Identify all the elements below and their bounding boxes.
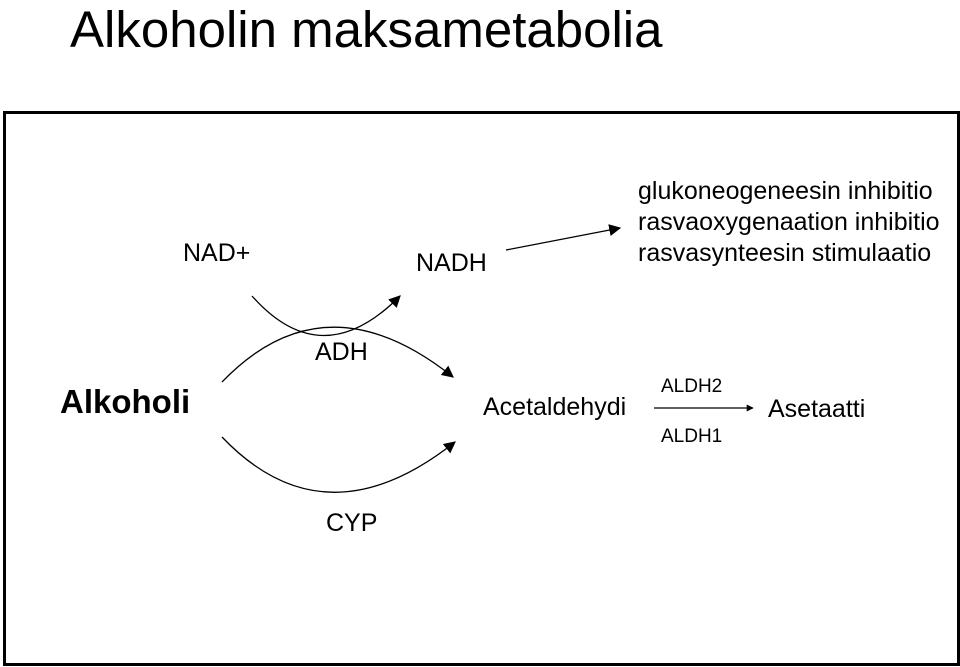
effect-fat-oxidation: rasvaoxygenaation inhibitio (638, 208, 940, 236)
acetaldehyde-label: Acetaldehydi (483, 393, 627, 421)
aldh2-enzyme-label: ALDH2 (661, 376, 723, 397)
adh-enzyme-label: ADH (315, 338, 368, 366)
nadh-label: NADH (416, 249, 487, 277)
metabolic-effects-list: glukoneogeneesin inhibitio rasvaoxygenaa… (638, 176, 940, 269)
nad-plus-label: NAD+ (183, 239, 251, 267)
diagram-frame (3, 111, 960, 666)
nad-to-nadh-arrow (251, 295, 401, 337)
cyp-enzyme-label: CYP (326, 509, 378, 537)
effect-gluconeogenesis: glukoneogeneesin inhibitio (638, 177, 933, 205)
page-title: Alkoholin maksametabolia (70, 1, 663, 58)
aldh1-enzyme-label: ALDH1 (661, 426, 723, 447)
cyp-pathway-arrow (221, 436, 456, 493)
adh-pathway-arrow (221, 326, 454, 383)
alcohol-label: Alkoholi (60, 383, 191, 420)
effect-fat-synthesis: rasvasynteesin stimulaatio (638, 239, 932, 267)
acetate-label: Asetaatti (768, 395, 866, 423)
nadh-to-effects-arrow (505, 224, 622, 251)
